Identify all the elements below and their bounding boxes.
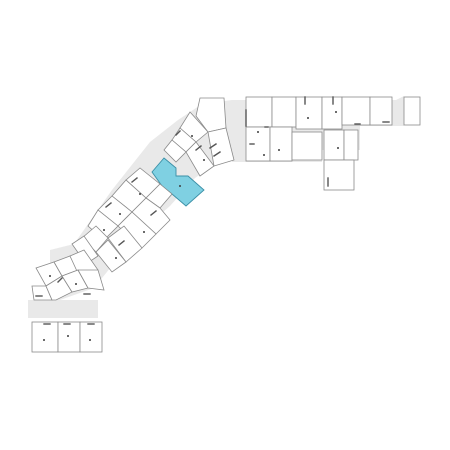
room[interactable] bbox=[369, 96, 393, 126]
room[interactable] bbox=[163, 139, 187, 163]
room[interactable] bbox=[77, 269, 105, 291]
room[interactable] bbox=[323, 159, 355, 191]
room[interactable] bbox=[341, 96, 371, 126]
fixture-dots bbox=[43, 111, 339, 341]
south-block bbox=[31, 321, 103, 353]
room[interactable] bbox=[343, 129, 359, 161]
room[interactable] bbox=[79, 321, 103, 353]
room[interactable] bbox=[95, 239, 127, 273]
east-wing bbox=[245, 96, 421, 191]
room[interactable] bbox=[185, 141, 215, 177]
room[interactable] bbox=[403, 96, 421, 126]
room[interactable] bbox=[323, 129, 345, 161]
room[interactable] bbox=[291, 131, 323, 161]
room[interactable] bbox=[245, 96, 273, 128]
room[interactable] bbox=[107, 225, 143, 263]
room[interactable] bbox=[271, 96, 297, 128]
room[interactable] bbox=[31, 321, 59, 353]
corridor-southwest bbox=[28, 300, 98, 318]
room[interactable] bbox=[269, 126, 293, 162]
west-arm bbox=[71, 167, 173, 273]
room[interactable] bbox=[295, 96, 323, 130]
room[interactable] bbox=[57, 321, 81, 353]
wall-accents bbox=[35, 96, 390, 325]
room[interactable] bbox=[321, 96, 343, 130]
southwest-cluster bbox=[31, 249, 105, 301]
